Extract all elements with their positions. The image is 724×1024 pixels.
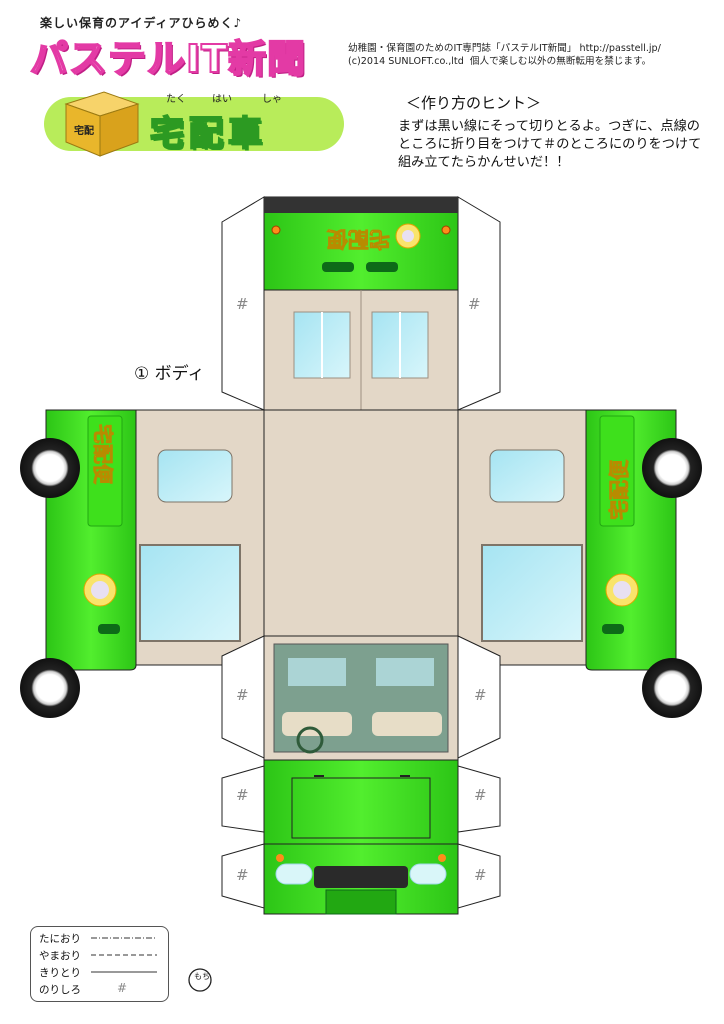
glue-mark: # — [236, 295, 249, 313]
glue-mark: # — [236, 686, 249, 704]
roof-panel — [263, 409, 459, 637]
legend-glue-symbol: # — [117, 981, 127, 995]
page-title: 宅配車 — [149, 113, 267, 155]
signature-text: もち — [194, 972, 210, 981]
glue-mark: # — [474, 686, 487, 704]
tire-icon — [642, 658, 702, 718]
ruby-sha: しゃ — [262, 94, 282, 105]
legend-label: のりしろ — [39, 984, 81, 996]
rear-door-panel — [263, 289, 459, 411]
left-side-logo-text: 宅配便 — [91, 424, 115, 485]
publisher-info: 幼稚園・保育園のためのIT専門誌「パステルIT新聞」 http://passte… — [348, 42, 661, 68]
glue-marks: # # # # # # # # — [236, 295, 487, 884]
glue-mark: # — [468, 295, 481, 313]
left-side-panel — [45, 409, 265, 671]
right-side-logo-text: 宅配便 — [607, 459, 631, 520]
glue-tabs-top — [221, 196, 501, 411]
fold-legend: たにおり やまおり きりとり のりしろ # — [30, 926, 169, 1002]
tire-icon — [642, 438, 702, 498]
parcel-box-icon: 宅配 — [64, 91, 140, 157]
legend-label: たにおり — [39, 933, 81, 945]
tire-icon — [20, 658, 80, 718]
legend-label: きりとり — [39, 967, 81, 979]
legend-valley-fold: たにおり — [39, 931, 81, 946]
ruby-hai: はい — [212, 94, 232, 105]
glue-mark: # — [474, 786, 487, 804]
legend-glue-tab: のりしろ — [39, 982, 81, 997]
rear-panel — [263, 196, 459, 291]
windshield-panel — [263, 635, 459, 761]
hints-body: まずは黒い線にそって切りとるよ。つぎに、点線のところに折り目をつけて＃のところに… — [398, 119, 702, 170]
tire-icon — [20, 438, 80, 498]
hints-title: ＜作り方のヒント＞ — [406, 94, 542, 112]
glue-mark: # — [474, 866, 487, 884]
legend-cut-line: きりとり — [39, 965, 81, 980]
legend-label: やまおり — [39, 950, 81, 962]
glue-tabs-bottom — [221, 765, 501, 909]
brand-logo: パステルIT新聞 — [29, 36, 307, 82]
ruby-taku: たく — [166, 94, 186, 105]
legend-mountain-fold: やまおり — [39, 948, 81, 963]
rear-logo-text: 宅配便 — [326, 227, 390, 251]
part-label: ① ボディ — [134, 364, 205, 384]
right-side-panel — [457, 409, 677, 671]
glue-mark: # — [236, 866, 249, 884]
hood-panel — [263, 759, 459, 845]
tagline: 楽しい保育のアイディアひらめく♪ — [40, 16, 243, 30]
legend-line-samples: # — [91, 937, 157, 995]
glue-tabs-middle — [221, 635, 501, 759]
publisher-line-1: 幼稚園・保育園のためのIT専門誌「パステルIT新聞」 http://passte… — [348, 43, 661, 54]
author-signature: もち — [188, 968, 212, 992]
glue-mark: # — [236, 786, 249, 804]
box-label: 宅配 — [74, 124, 94, 137]
copyright-line: (c)2014 SUNLOFT.co.,ltd 個人で楽しむ以外の無断転用を禁じ… — [348, 56, 652, 67]
front-panel — [263, 843, 459, 915]
